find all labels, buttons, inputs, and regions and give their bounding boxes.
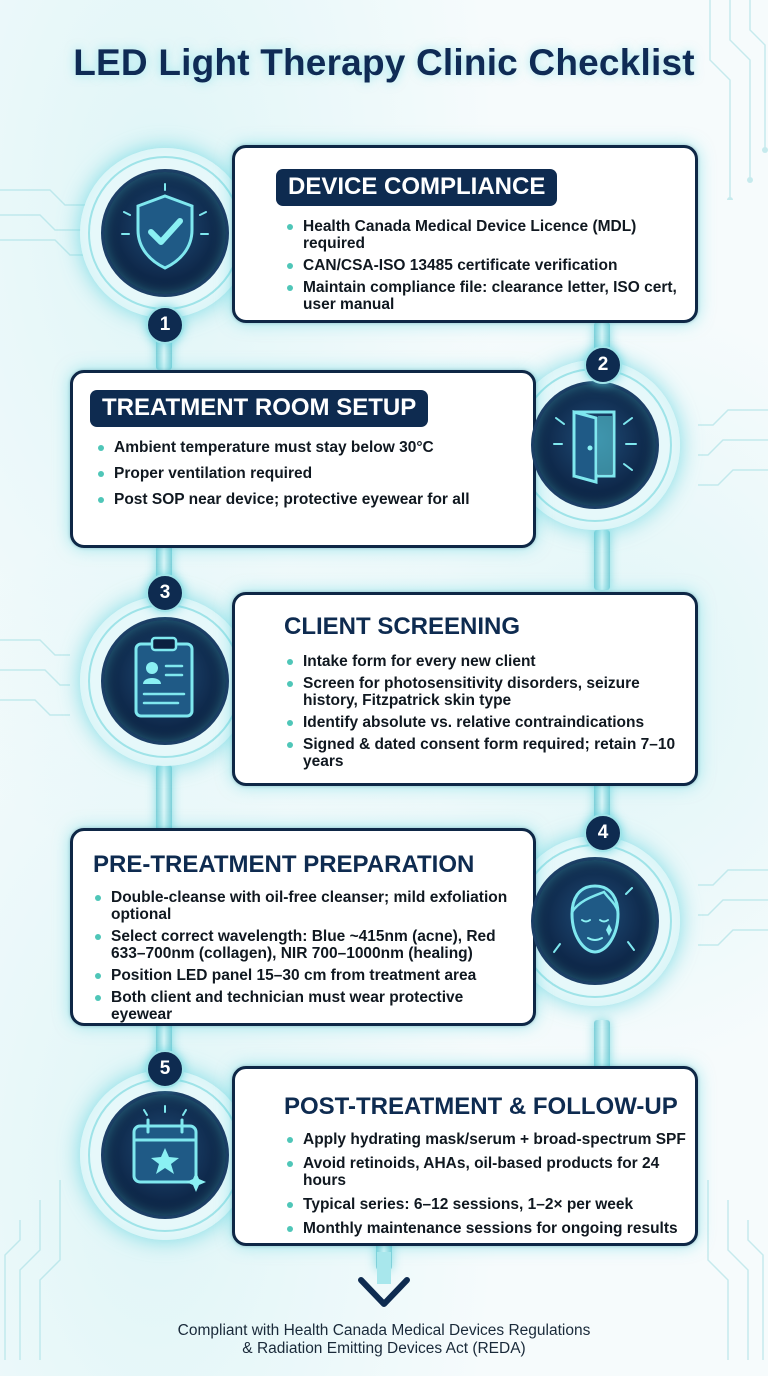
- shield-check-icon: [121, 183, 209, 270]
- clipboard-user-icon: [134, 636, 194, 718]
- circuit-decoration-right-2: [698, 409, 768, 486]
- open-door-icon: [553, 410, 637, 484]
- circuit-decoration-bottom-right: [707, 1180, 764, 1360]
- connector-right-4: [594, 1020, 610, 1070]
- step-number-2: 2: [584, 346, 622, 384]
- client-screening-card: CLIENT SCREENING Intake form for every n…: [232, 592, 698, 786]
- down-arrow-icon: [358, 1252, 410, 1307]
- treatment-room-card: TREATMENT ROOM SETUP Ambient temperature…: [70, 370, 536, 548]
- pre-treatment-card: PRE-TREATMENT PREPARATION Double-cleanse…: [70, 828, 536, 1026]
- treatment-room-icon-badge: [531, 381, 659, 509]
- treatment-room-heading: TREATMENT ROOM SETUP: [90, 390, 429, 427]
- pre-treatment-item: Both client and technician must wear pro…: [93, 989, 523, 1023]
- treatment-room-item: Post SOP near device; protective eyewear…: [96, 491, 516, 508]
- client-screening-item: Identify absolute vs. relative contraind…: [285, 714, 685, 731]
- step-number-5: 5: [146, 1050, 184, 1088]
- treatment-room-icon-ring: [510, 360, 680, 530]
- post-treatment-heading: POST-TREATMENT & FOLLOW-UP: [284, 1093, 678, 1120]
- connector-left-3: [156, 765, 172, 835]
- calendar-star-icon: [132, 1105, 206, 1192]
- post-treatment-icon-ring: [80, 1070, 250, 1240]
- device-compliance-icon-ring: [80, 148, 250, 318]
- client-screening-item: Signed & dated consent form required; re…: [285, 736, 685, 770]
- client-screening-item: Intake form for every new client: [285, 653, 685, 670]
- step-number-4: 4: [584, 814, 622, 852]
- post-treatment-item: Monthly maintenance sessions for ongoing…: [285, 1220, 705, 1237]
- client-screening-heading: CLIENT SCREENING: [284, 613, 521, 640]
- footer-line-1: Compliant with Health Canada Medical Dev…: [177, 1322, 591, 1339]
- device-compliance-list: Health Canada Medical Device Licence (MD…: [285, 218, 685, 318]
- pre-treatment-list: Double-cleanse with oil-free cleanser; m…: [93, 889, 523, 1028]
- pre-treatment-item: Double-cleanse with oil-free cleanser; m…: [93, 889, 523, 923]
- connector-right-2: [594, 530, 610, 590]
- circuit-decoration-top-right: [709, 0, 768, 200]
- client-screening-icon-ring: [80, 596, 250, 766]
- post-treatment-list: Apply hydrating mask/serum + broad-spect…: [285, 1131, 705, 1242]
- client-screening-list: Intake form for every new client Screen …: [285, 653, 685, 775]
- treatment-room-item: Proper ventilation required: [96, 465, 516, 482]
- page-title: LED Light Therapy Clinic Checklist: [73, 42, 695, 83]
- device-compliance-item: Health Canada Medical Device Licence (MD…: [285, 218, 685, 252]
- device-compliance-heading: DEVICE COMPLIANCE: [276, 169, 558, 206]
- pre-treatment-heading: PRE-TREATMENT PREPARATION: [93, 851, 475, 878]
- post-treatment-icon-badge: [101, 1091, 229, 1219]
- pre-treatment-icon-badge: [531, 857, 659, 985]
- device-compliance-item: Maintain compliance file: clearance lett…: [285, 279, 685, 313]
- pre-treatment-icon-ring: [510, 836, 680, 1006]
- device-compliance-card: DEVICE COMPLIANCE Health Canada Medical …: [232, 145, 698, 323]
- circuit-decoration-left-3: [0, 639, 70, 716]
- circuit-decoration-left-1: [0, 189, 90, 256]
- pre-treatment-item: Position LED panel 15–30 cm from treatme…: [93, 967, 523, 984]
- device-compliance-item: CAN/CSA-ISO 13485 certificate verificati…: [285, 257, 685, 274]
- step-number-3: 3: [146, 574, 184, 612]
- treatment-room-item: Ambient temperature must stay below 30°C: [96, 439, 516, 456]
- post-treatment-item: Typical series: 6–12 sessions, 1–2× per …: [285, 1196, 705, 1213]
- circuit-decoration-right-4: [698, 869, 768, 946]
- circuit-decoration-bottom-left: [4, 1180, 61, 1360]
- device-compliance-icon-badge: [101, 169, 229, 297]
- client-screening-item: Screen for photosensitivity disorders, s…: [285, 675, 685, 709]
- post-treatment-card: POST-TREATMENT & FOLLOW-UP Apply hydrati…: [232, 1066, 698, 1246]
- post-treatment-item: Avoid retinoids, AHAs, oil-based product…: [285, 1155, 705, 1189]
- post-treatment-item: Apply hydrating mask/serum + broad-spect…: [285, 1131, 705, 1148]
- face-sparkle-icon: [553, 884, 635, 954]
- footer-line-2: & Radiation Emitting Devices Act (REDA): [242, 1340, 526, 1357]
- treatment-room-list: Ambient temperature must stay below 30°C…: [96, 439, 516, 513]
- client-screening-icon-badge: [101, 617, 229, 745]
- step-number-1: 1: [146, 306, 184, 344]
- pre-treatment-item: Select correct wavelength: Blue ~415nm (…: [93, 928, 523, 962]
